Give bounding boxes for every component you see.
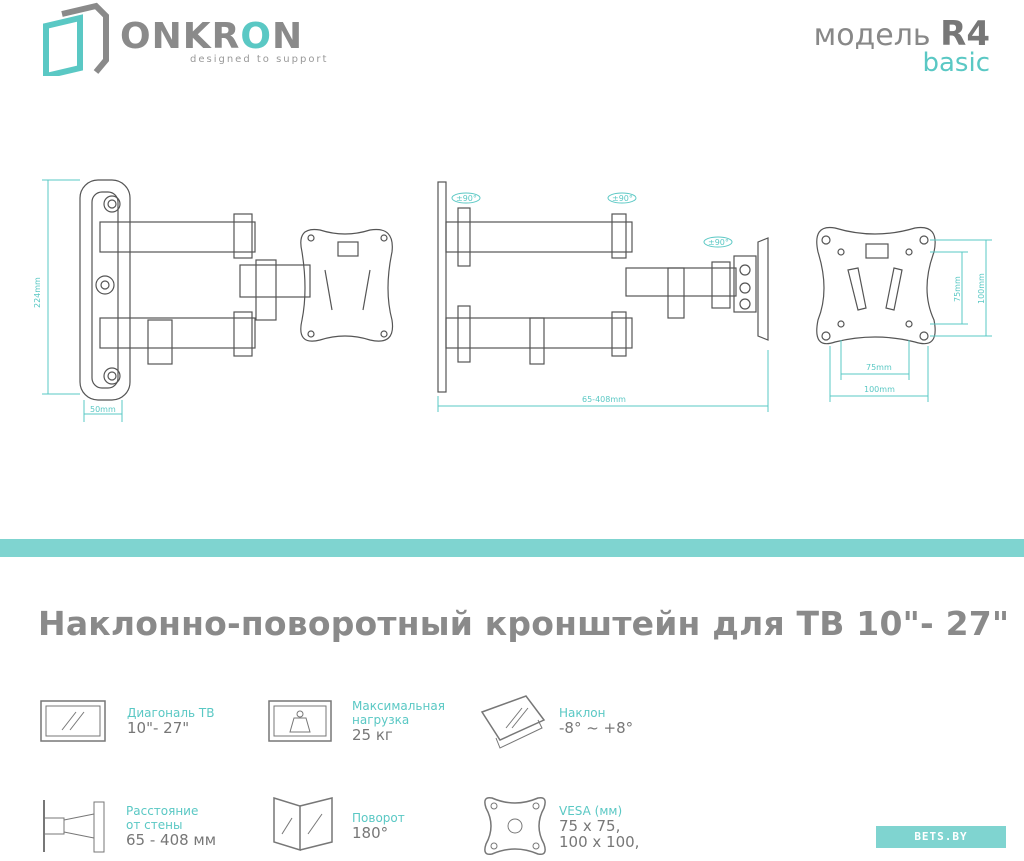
spec-label: Наклон <box>559 706 606 720</box>
dim-vesa-h-large: 100mm <box>977 273 986 304</box>
spec-max-load: Максимальная нагрузка 25 кг <box>352 699 445 743</box>
spec-label: Диагональ ТВ <box>127 706 215 720</box>
dim-vesa-h-small: 75mm <box>953 276 962 302</box>
spec-label: Расстояние <box>126 804 199 818</box>
dim-swivel-2: ±90° <box>612 194 633 203</box>
spec-value: 75 x 75, <box>559 817 621 835</box>
brand-logo-icon <box>43 2 109 76</box>
spec-tilt: Наклон -8° ~ +8° <box>559 706 633 736</box>
spec-label: от стены <box>126 818 183 832</box>
spec-label: Поворот <box>352 811 405 825</box>
tilt-icon <box>480 695 546 749</box>
brand-name: ONKRON <box>120 16 304 57</box>
wall-distance-icon <box>43 800 105 853</box>
dim-arm-range: 65-408mm <box>582 395 626 404</box>
spec-value: -8° ~ +8° <box>559 719 634 737</box>
dim-height: 224mm <box>33 277 42 308</box>
page-title: Наклонно-поворотный кронштейн для ТВ 10"… <box>38 604 1010 643</box>
accent-band <box>0 539 1024 557</box>
spec-value: 25 кг <box>352 726 393 744</box>
watermark-badge: BETS.BY <box>876 826 1006 848</box>
model-title: модель R4 <box>813 14 990 54</box>
tv-diagonal-icon <box>40 700 106 742</box>
dim-vesa-w-large: 100mm <box>864 385 895 394</box>
dim-wall-depth: 50mm <box>90 405 116 414</box>
spec-wall-distance: Расстояние от стены 65 - 408 мм <box>126 804 216 848</box>
model-variant: basic <box>922 48 990 78</box>
spec-label: нагрузка <box>352 713 410 727</box>
dim-swivel-1: ±90° <box>456 194 477 203</box>
dim-vesa-w-small: 75mm <box>866 363 892 372</box>
spec-value: 100 x 100, <box>559 833 640 851</box>
spec-swivel: Поворот 180° <box>352 811 405 841</box>
dim-swivel-3: ±90° <box>708 238 729 247</box>
spec-vesa: VESA (мм) 75 x 75, 100 x 100, <box>559 804 639 850</box>
spec-value: 10"- 27" <box>127 719 190 737</box>
swivel-icon <box>273 796 333 852</box>
spec-label: Максимальная <box>352 699 445 713</box>
vesa-icon <box>484 796 546 856</box>
technical-drawing: 224mm 50mm 65-408mm ±90° ±90° ±90° 75mm … <box>33 179 992 422</box>
weight-icon <box>268 700 332 742</box>
spec-label: VESA (мм) <box>559 804 623 818</box>
brand-tagline: designed to support <box>190 54 329 65</box>
spec-value: 180° <box>352 824 389 842</box>
spec-value: 65 - 408 мм <box>126 831 217 849</box>
spec-diagonal: Диагональ ТВ 10"- 27" <box>127 706 215 736</box>
